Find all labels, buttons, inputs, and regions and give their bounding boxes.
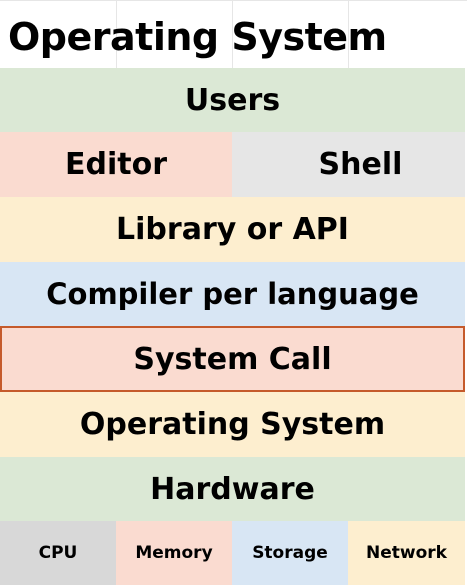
resource-storage-label: Storage <box>252 543 328 563</box>
resource-memory-cell: Memory <box>116 521 232 585</box>
users-cell: Users <box>0 68 465 132</box>
resource-storage-cell: Storage <box>232 521 348 585</box>
gridline-vertical-1 <box>116 0 117 68</box>
library-cell: Library or API <box>0 197 465 262</box>
gridline-vertical-2 <box>232 0 233 68</box>
library-layer: Library or API <box>0 197 465 262</box>
resource-cpu-label: CPU <box>38 543 78 563</box>
operating-system-cell: Operating System <box>0 392 465 457</box>
resource-network-cell: Network <box>348 521 465 585</box>
gridline-vertical-3 <box>348 0 349 68</box>
users-layer: Users <box>0 68 465 132</box>
operating-system-label: Operating System <box>79 407 386 442</box>
library-label: Library or API <box>116 212 349 247</box>
hardware-cell: Hardware <box>0 457 465 521</box>
shell-cell: Shell <box>232 132 465 197</box>
user-interface-layer: Editor Shell <box>0 132 465 197</box>
compiler-layer: Compiler per language <box>0 262 465 326</box>
users-label: Users <box>184 82 281 118</box>
resource-network-label: Network <box>366 543 447 563</box>
hardware-label: Hardware <box>150 471 315 507</box>
system-call-layer: System Call <box>0 326 465 392</box>
shell-label: Shell <box>318 147 403 182</box>
editor-cell: Editor <box>0 132 232 197</box>
hardware-layer: Hardware <box>0 457 465 521</box>
resources-layer: CPU Memory Storage Network <box>0 521 465 585</box>
top-gridline <box>0 0 467 1</box>
system-call-label: System Call <box>133 341 332 377</box>
operating-system-layer: Operating System <box>0 392 465 457</box>
resource-memory-label: Memory <box>135 543 213 563</box>
system-call-cell: System Call <box>0 326 465 392</box>
resource-cpu-cell: CPU <box>0 521 116 585</box>
compiler-cell: Compiler per language <box>0 262 465 326</box>
diagram-title: Operating System <box>8 15 387 59</box>
compiler-label: Compiler per language <box>46 277 419 311</box>
editor-label: Editor <box>65 147 167 182</box>
